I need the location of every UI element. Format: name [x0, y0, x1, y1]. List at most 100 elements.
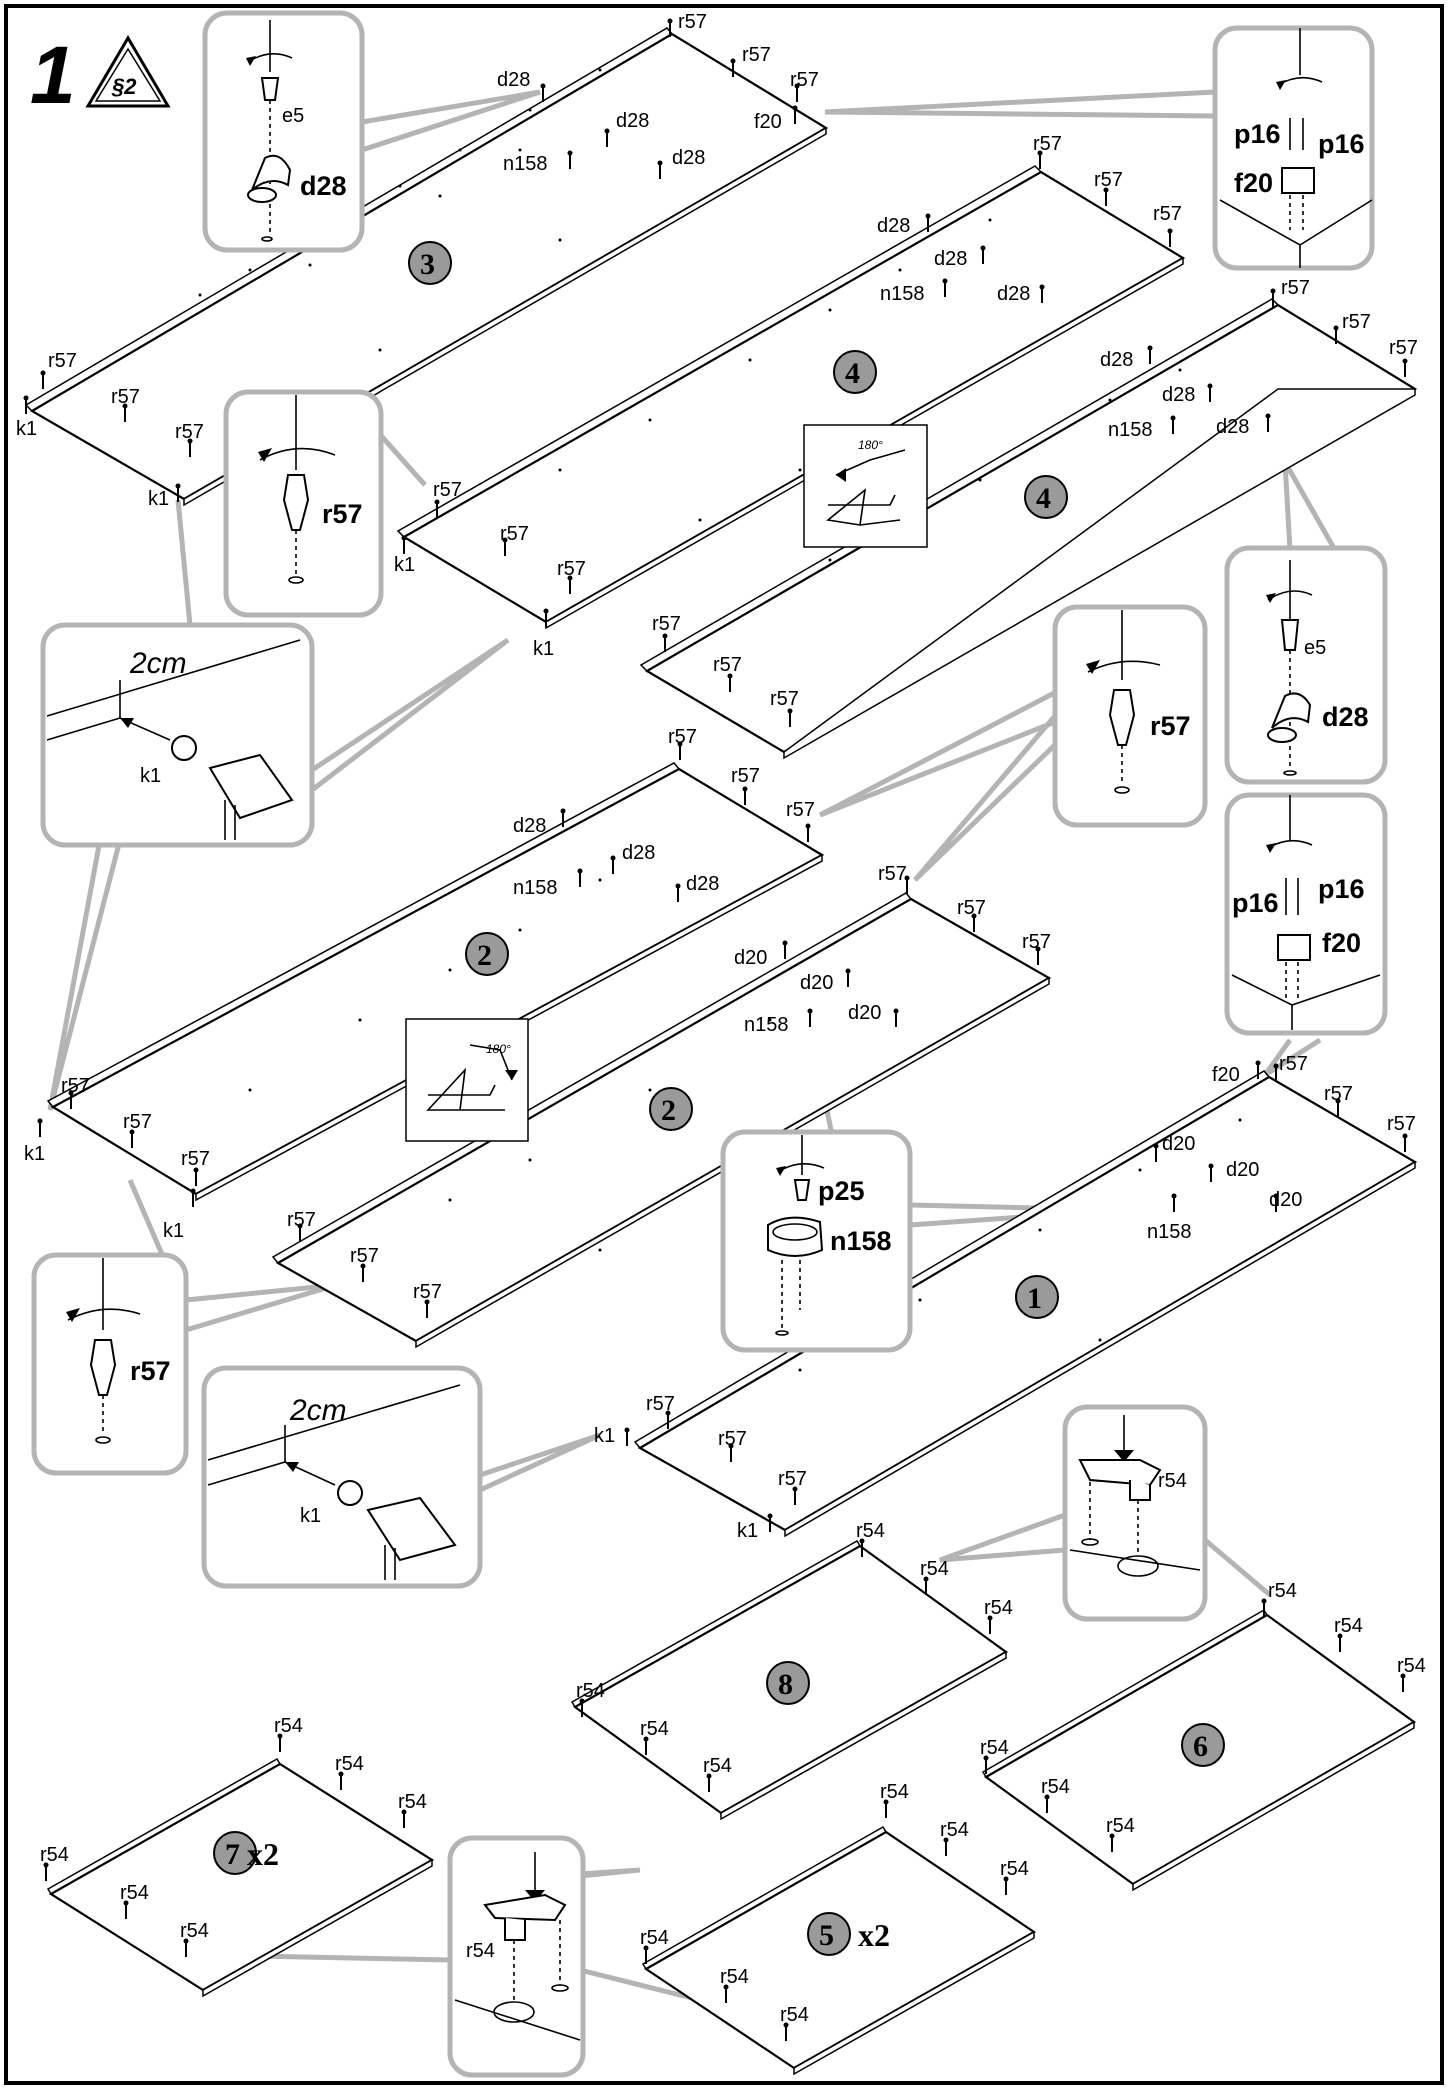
panel-4-lower-number: 4	[1036, 482, 1051, 515]
callout-k1-label: k1	[140, 765, 161, 787]
part-label-d28: d28	[1162, 384, 1195, 406]
part-label-n158: n158	[1147, 1221, 1192, 1243]
r57-hardware-head	[665, 1410, 671, 1416]
part-label-r54: r54	[1334, 1615, 1363, 1637]
d20-hardware-head	[782, 940, 788, 946]
r57-hardware-head	[904, 875, 910, 881]
r57-hardware-head	[662, 633, 668, 639]
r57-hardware-head	[1037, 150, 1043, 156]
rotate-angle-label: 180°	[858, 438, 883, 452]
r54-hardware-head	[643, 1736, 649, 1742]
d28-hardware-head	[925, 213, 931, 219]
part-label-k1: k1	[24, 1143, 45, 1165]
part-label-r57: r57	[790, 69, 819, 91]
part-label-k1: k1	[394, 554, 415, 576]
r57-hardware-head	[730, 58, 736, 64]
part-label-r54: r54	[40, 1844, 69, 1866]
d20-hardware-head	[845, 968, 851, 974]
part-label-r57: r57	[1324, 1083, 1353, 1105]
panel-7: 7 x2	[46, 1757, 435, 1998]
r54-hardware-head	[943, 1837, 949, 1843]
part-label-n158: n158	[744, 1014, 789, 1036]
part-label-n158: n158	[513, 877, 558, 899]
d28-hardware-head	[610, 855, 616, 861]
r57-hardware-head	[727, 673, 733, 679]
rotate-180-icon: 180°	[803, 424, 928, 548]
part-label-d28: d28	[672, 147, 705, 169]
panel-6: 6	[981, 1608, 1417, 1892]
callout-e5-d28: e5 d28	[1224, 545, 1388, 785]
callout-r57: r57	[31, 1252, 189, 1476]
r57-hardware-head	[567, 575, 573, 581]
d28-hardware-head	[604, 128, 610, 134]
r57-hardware-head	[1402, 358, 1408, 364]
part-label-d20: d20	[734, 947, 767, 969]
callout-r54: r54	[447, 1835, 586, 2078]
panel-3-number: 3	[420, 248, 435, 281]
part-label-r54: r54	[856, 1520, 885, 1542]
n158-hardware-head	[942, 278, 948, 284]
callout-k1-2cm: 2cm k1	[201, 1365, 483, 1589]
d28-hardware-head	[560, 808, 566, 814]
callout-p16-label: p16	[1234, 119, 1281, 149]
r57-hardware-head	[360, 1263, 366, 1269]
part-label-d20: d20	[1162, 1133, 1195, 1155]
part-label-d28: d28	[616, 110, 649, 132]
part-label-r57: r57	[500, 523, 529, 545]
k1-hardware-head	[190, 1188, 196, 1194]
r57-hardware-head	[40, 370, 46, 376]
part-label-r54: r54	[398, 1791, 427, 1813]
callout-r57-label: r57	[322, 499, 363, 529]
k1-hardware-head	[175, 483, 181, 489]
part-label-r57: r57	[433, 479, 462, 501]
part-label-r57: r57	[1281, 277, 1310, 299]
r57-hardware-head	[971, 913, 977, 919]
r57-hardware-head	[677, 741, 683, 747]
panel-1: 1	[633, 1070, 1418, 1538]
part-label-d20: d20	[848, 1002, 881, 1024]
d28-hardware-head	[1265, 413, 1271, 419]
panel-4-upper-number: 4	[845, 357, 860, 390]
part-label-r57: r57	[770, 688, 799, 710]
r57-hardware-head	[1103, 187, 1109, 193]
part-label-r54: r54	[1106, 1815, 1135, 1837]
part-label-k1: k1	[163, 1220, 184, 1242]
r54-hardware-head	[1400, 1673, 1406, 1679]
r54-hardware-head	[983, 1755, 989, 1761]
k1-hardware-head	[23, 395, 29, 401]
r57-hardware-head	[1273, 1063, 1279, 1069]
d20-hardware-head	[893, 1008, 899, 1014]
part-label-k1: k1	[148, 488, 169, 510]
part-label-d28: d28	[1216, 416, 1249, 438]
part-label-r57: r57	[557, 558, 586, 580]
callout-p16-label: p16	[1318, 874, 1365, 904]
panel-2-lower: 2	[271, 892, 1052, 1349]
part-label-r57: r57	[652, 613, 681, 635]
panel-2-upper-number: 2	[477, 939, 492, 972]
part-label-r54: r54	[180, 1920, 209, 1942]
d20-hardware-head	[1153, 1143, 1159, 1149]
r54-hardware-head	[723, 1984, 729, 1990]
callout-p16-f20: p16 p16 f20	[1224, 792, 1388, 1036]
panel-6-number: 6	[1193, 1730, 1208, 1763]
r54-hardware-head	[706, 1773, 712, 1779]
callout-r54: r54	[1062, 1404, 1208, 1622]
part-label-r57: r57	[175, 421, 204, 443]
callout-n158-label: n158	[830, 1226, 892, 1256]
part-label-r54: r54	[576, 1680, 605, 1702]
r57-hardware-head	[502, 537, 508, 543]
part-label-d20: d20	[1226, 1159, 1259, 1181]
r54-hardware-head	[338, 1771, 344, 1777]
panel-4-lower: 4	[639, 298, 1418, 760]
part-label-r57: r57	[1033, 133, 1062, 155]
part-label-r57: r57	[678, 11, 707, 33]
part-label-r54: r54	[980, 1737, 1009, 1759]
part-label-r57: r57	[48, 350, 77, 372]
d28-hardware-head	[1147, 345, 1153, 351]
r57-hardware-head	[434, 499, 440, 505]
r54-hardware-head	[1337, 1633, 1343, 1639]
r57-hardware-head	[805, 823, 811, 829]
d28-hardware-head	[980, 245, 986, 251]
panel-7-number: 7	[225, 1838, 240, 1871]
r57-hardware-head	[193, 1167, 199, 1173]
